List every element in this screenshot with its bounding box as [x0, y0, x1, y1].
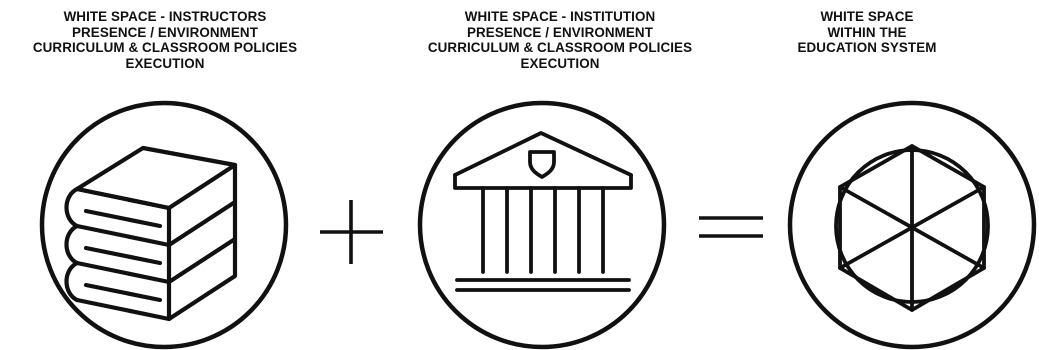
circle-outline: [417, 100, 667, 350]
caption-line: WHITE SPACE: [820, 9, 914, 24]
building-icon: [453, 131, 633, 292]
caption-line: CURRICULUM & CLASSROOM POLICIES: [32, 40, 298, 56]
caption-line: EXECUTION: [520, 55, 600, 71]
caption-line: WITHIN THE: [827, 24, 907, 40]
caption-institution: WHITE SPACE - INSTITUTION PRESENCE / ENV…: [395, 9, 725, 71]
books-icon: [64, 145, 238, 322]
caption-line: EDUCATION SYSTEM: [797, 40, 937, 56]
hexagon-icon: [834, 144, 990, 312]
equals-icon: [699, 216, 763, 238]
caption-line: WHITE SPACE - INSTITUTION: [464, 9, 656, 24]
caption-line: CURRICULUM & CLASSROOM POLICIES: [427, 40, 693, 56]
circle-outline: [787, 100, 1037, 350]
hexagon-circle: [787, 100, 1037, 350]
caption-education-system: WHITE SPACE WITHIN THE EDUCATION SYSTEM: [752, 9, 982, 56]
caption-line: PRESENCE / ENVIRONMENT: [72, 24, 258, 40]
caption-line: EXECUTION: [125, 55, 205, 71]
books-circle: [39, 100, 289, 350]
building-circle: [417, 100, 667, 350]
caption-instructors: WHITE SPACE - INSTRUCTORS PRESENCE / ENV…: [0, 9, 330, 71]
caption-line: WHITE SPACE - INSTRUCTORS: [63, 9, 267, 24]
plus-icon: [320, 200, 383, 264]
circle-outline: [39, 100, 289, 350]
caption-line: PRESENCE / ENVIRONMENT: [467, 24, 653, 40]
